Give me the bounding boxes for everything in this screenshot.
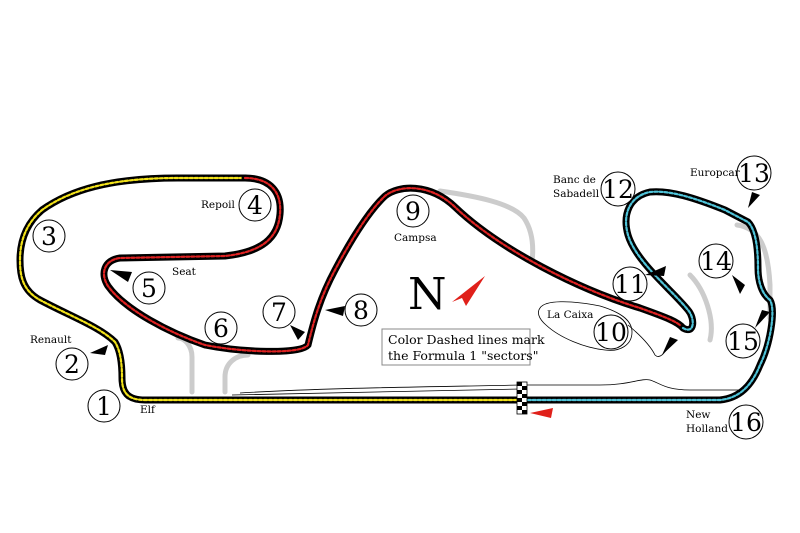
corner-label-new-holland-line2: Holland — [686, 423, 728, 435]
turn-3: 3 — [32, 219, 66, 253]
unused-track-sections — [175, 188, 773, 395]
pit-road — [231, 379, 745, 396]
turn-16: 16 — [728, 404, 764, 440]
unused-track-back-link — [734, 222, 773, 321]
pointer-11 — [645, 266, 666, 276]
track-sector-3 — [518, 188, 776, 404]
la-caixa-inner-outline — [538, 301, 633, 351]
turn-10: 10 — [593, 314, 629, 350]
turn-7-number: 7 — [271, 298, 287, 327]
north-letter: N — [408, 269, 447, 320]
turn-9-number: 9 — [405, 197, 421, 226]
turn-11: 11 — [612, 266, 648, 302]
turn-3-number: 3 — [41, 222, 57, 251]
north-arrow-icon — [452, 276, 485, 306]
turn-12-number: 12 — [602, 175, 634, 204]
turn-2: 2 — [55, 347, 89, 381]
turn-5-number: 5 — [141, 274, 157, 303]
corner-label-europcar: Europcar — [690, 167, 741, 179]
corner-label-la-caixa: La Caixa — [547, 309, 593, 321]
turn-14: 14 — [698, 243, 734, 279]
turn-15-number: 15 — [727, 327, 759, 356]
unused-track-la-caixa-bypass — [687, 272, 714, 343]
turn-16-number: 16 — [730, 408, 762, 437]
unused-track-nose — [437, 188, 536, 265]
track-sector-1 — [16, 174, 526, 404]
corner-label-banc-de-sabadell-line2: Sabadell — [553, 188, 600, 200]
corner-label-seat: Seat — [172, 266, 197, 278]
pointer-14 — [732, 275, 745, 294]
turn-4: 4 — [238, 188, 272, 222]
pointer-13 — [748, 192, 760, 208]
pointer-10 — [662, 337, 678, 355]
turn-13-number: 13 — [738, 159, 770, 188]
track-sector-2 — [100, 174, 687, 355]
corner-label-banc-de-sabadell-line1: Banc de — [553, 174, 596, 186]
sector-note: Color Dashed lines mark the Formula 1 "s… — [381, 328, 545, 366]
turn-8-number: 8 — [353, 296, 369, 325]
corner-label-new-holland-line1: New — [686, 409, 710, 421]
turn-10-number: 10 — [595, 318, 627, 347]
pointer-7 — [290, 325, 305, 340]
unused-track-inner-right — [222, 352, 251, 395]
turn-markers: 1 2 3 4 5 6 7 8 — [32, 155, 772, 440]
race-direction-arrow — [530, 408, 553, 418]
corner-label-campsa: Campsa — [394, 232, 437, 244]
pointer-2 — [90, 345, 108, 355]
turn-6-number: 6 — [213, 314, 229, 343]
turn-1-number: 1 — [96, 392, 112, 421]
turn-14-number: 14 — [700, 247, 732, 276]
corner-label-repoil: Repoil — [201, 199, 236, 211]
corner-labels: Elf Renault Repoil Seat Campsa La Caixa … — [30, 167, 741, 435]
turn-2-number: 2 — [64, 350, 80, 379]
corner-pointers — [90, 192, 770, 355]
turn-5: 5 — [132, 271, 166, 305]
turn-8: 8 — [344, 293, 378, 327]
turn-6: 6 — [204, 311, 238, 345]
turn-1: 1 — [87, 389, 121, 423]
turn-15: 15 — [725, 323, 761, 359]
turn-7: 7 — [262, 295, 296, 329]
corner-label-elf: Elf — [140, 404, 156, 416]
turn-11-number: 11 — [614, 270, 646, 299]
turn-9: 9 — [396, 194, 430, 228]
north-compass: N — [408, 269, 485, 320]
turn-12: 12 — [600, 171, 636, 207]
sector-note-line2: the Formula 1 "sectors" — [388, 348, 538, 363]
start-finish-line — [516, 381, 528, 415]
unused-track-inner-left — [175, 335, 195, 395]
pointer-15 — [755, 310, 770, 328]
turn-13: 13 — [736, 155, 772, 191]
pointer-5 — [110, 270, 132, 282]
pointer-8 — [325, 306, 345, 316]
turn-4-number: 4 — [247, 191, 263, 220]
sector-note-line1: Color Dashed lines mark — [388, 332, 545, 347]
corner-label-renault: Renault — [30, 334, 72, 346]
